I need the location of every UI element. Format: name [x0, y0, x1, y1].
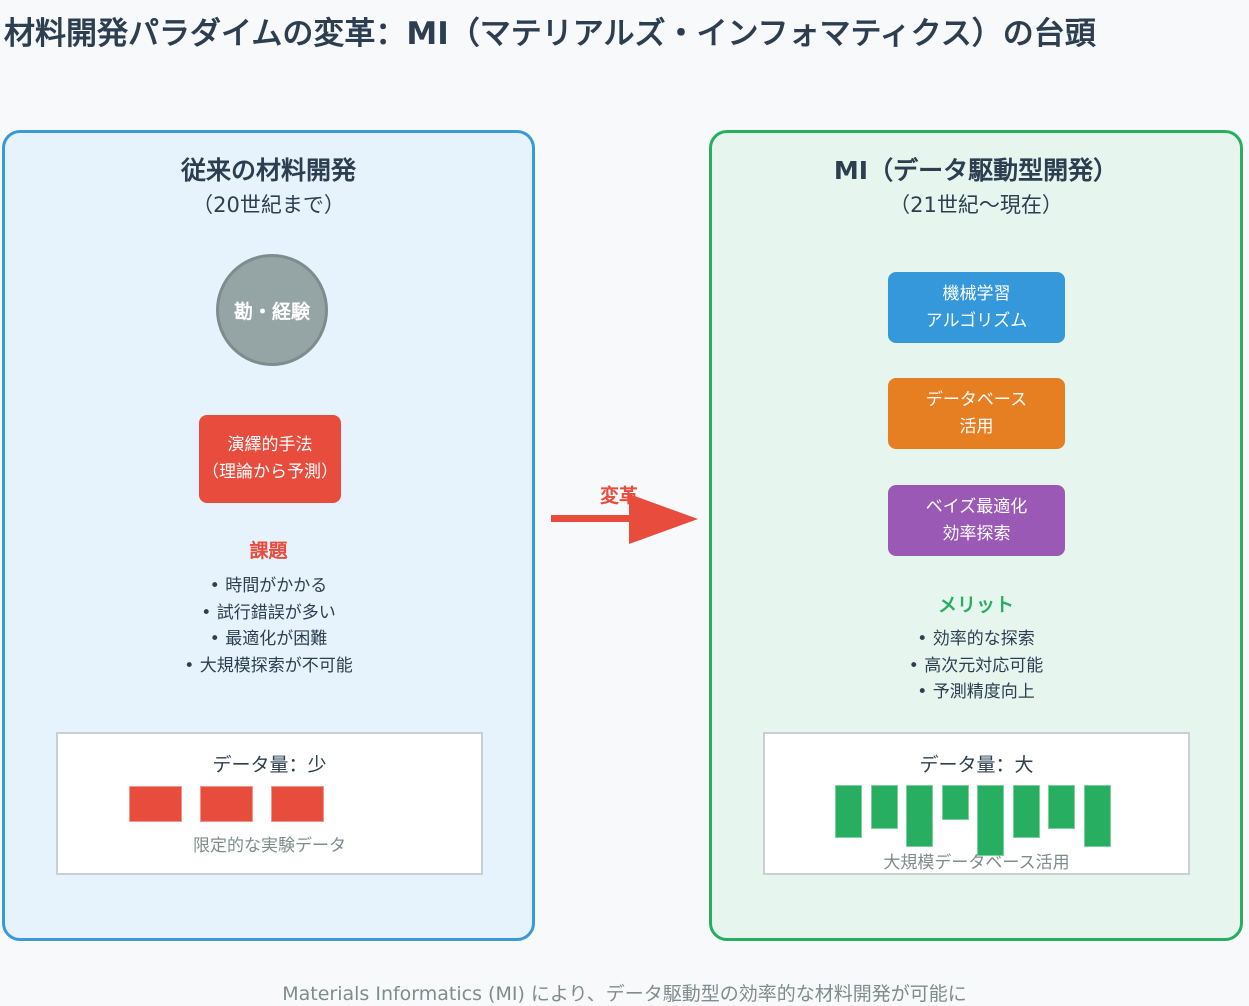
box-line-1: データベース [925, 389, 1028, 410]
panel-subtitle: （21世紀〜現在） [889, 193, 1063, 217]
arrow-head [629, 494, 698, 544]
data-amount-label: データ量：少 [212, 754, 327, 776]
merits-heading: メリット [937, 594, 1014, 616]
challenges-heading: 課題 [249, 540, 288, 562]
panel-title: MI（データ駆動型開発） [833, 156, 1119, 185]
footer-note: Materials Informatics (MI) により、データ駆動型の効率… [282, 983, 967, 1005]
box-line-2: 効率探索 [942, 523, 1011, 544]
arrow-shaft [551, 515, 641, 522]
small-data-card: データ量：少 限定的な実験データ [56, 732, 483, 875]
data-block [129, 786, 182, 822]
box-line-2: （理論から予測） [202, 462, 338, 482]
box-line-2: 活用 [959, 416, 994, 437]
data-bar [941, 785, 969, 820]
traditional-development-panel: 従来の材料開発 （20世紀まで） 勘・経験 演繹的手法 （理論から予測） 課題 … [2, 130, 535, 941]
intuition-experience-node: 勘・経験 [216, 254, 328, 366]
list-item: • 最適化が困難 [209, 629, 328, 649]
box-line-1: 機械学習 [942, 283, 1011, 304]
data-bar [870, 785, 898, 829]
box-line-1: ベイズ最適化 [925, 496, 1028, 517]
list-item: • 時間がかかる [209, 576, 328, 596]
data-block [271, 786, 324, 822]
data-amount-label: データ量：大 [919, 754, 1034, 776]
transformation-arrow: 変革 [550, 478, 700, 548]
transformation-label: 変革 [600, 485, 639, 507]
data-bar [1083, 785, 1111, 847]
box-line-2: アルゴリズム [925, 310, 1028, 331]
data-bar [1012, 785, 1040, 838]
right-arrow-icon [551, 494, 698, 544]
bayesian-optimization-box: ベイズ最適化 効率探索 [888, 485, 1065, 556]
page-title: 材料開発パラダイムの変革：MI（マテリアルズ・インフォマティクス）の台頭 [4, 16, 1096, 52]
deductive-method-box: 演繹的手法 （理論から予測） [199, 415, 341, 503]
data-bar [906, 785, 933, 847]
data-caption: 大規模データベース活用 [883, 853, 1070, 873]
list-item: • 高次元対応可能 [908, 655, 1044, 676]
list-item: • 効率的な探索 [917, 629, 1035, 649]
machine-learning-box: 機械学習 アルゴリズム [888, 272, 1065, 343]
data-bar [977, 785, 1004, 856]
panel-subtitle: （20世紀まで） [192, 193, 345, 217]
list-item: • 大規模探索が不可能 [184, 655, 353, 676]
box-line-1: 演繹的手法 [227, 435, 313, 455]
list-item: • 試行錯誤が多い [201, 602, 336, 623]
panel-title: 従来の材料開発 [180, 156, 356, 185]
challenges-list: • 時間がかかる • 試行錯誤が多い • 最適化が困難 • 大規模探索が不可能 [5, 573, 532, 679]
list-item: • 予測精度向上 [917, 682, 1035, 702]
large-data-card: データ量：大 大規模データベース活用 [763, 732, 1190, 875]
merits-list: • 効率的な探索 • 高次元対応可能 • 予測精度向上 [712, 626, 1240, 706]
data-caption: 限定的な実験データ [193, 836, 346, 856]
data-bar [835, 785, 862, 838]
data-block [200, 786, 253, 822]
mi-development-panel: MI（データ駆動型開発） （21世紀〜現在） 機械学習 アルゴリズム データベー… [709, 130, 1243, 941]
database-box: データベース 活用 [888, 378, 1065, 449]
data-bar [1048, 785, 1075, 829]
node-label: 勘・経験 [233, 300, 310, 323]
